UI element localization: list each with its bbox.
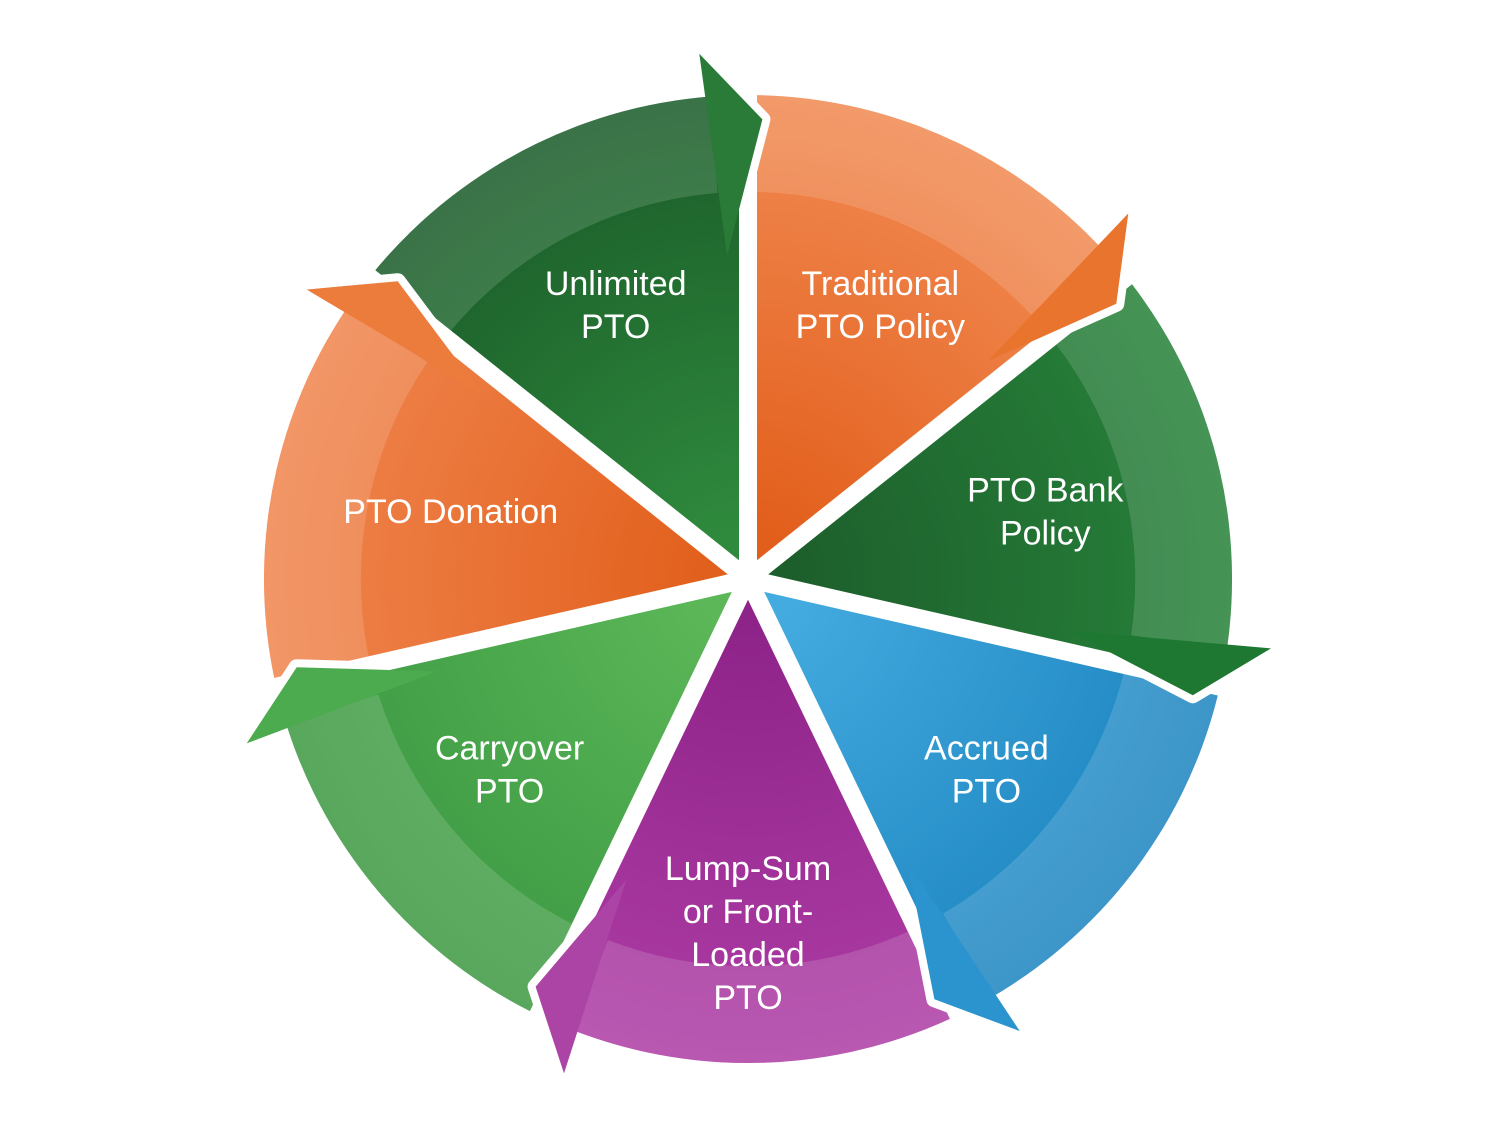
segment-traditional-pto-policy-arrowhead [988, 213, 1129, 361]
segment-pto-donation-wedge [263, 284, 728, 678]
segment-pto-donation-arrow-band [264, 307, 428, 678]
segment-carryover-pto-label-line: PTO [475, 773, 544, 811]
segment-carryover-pto-label-line: Carryover [435, 730, 584, 768]
segment-traditional-pto-policy-arrow-band [757, 95, 1102, 315]
segment-lump-sum-or-front-loaded-pto-label-line: Loaded [691, 936, 804, 974]
segment-unlimited-pto-label-line: PTO [581, 308, 650, 346]
segment-pto-bank-policy-arrow-band [1056, 284, 1233, 650]
segment-pto-donation-arrowhead-top [306, 281, 482, 394]
segment-pto-bank-policy-arrowhead [1068, 630, 1271, 696]
segment-traditional-pto-policy-label-line: PTO Policy [796, 308, 965, 346]
segment-accrued-pto-wedge [764, 591, 1218, 1012]
segment-pto-donation-label-line: PTO Donation [343, 493, 558, 531]
segment-carryover-pto-arrow-band [286, 694, 572, 1012]
segment-lump-sum-or-front-loaded-pto-label-line: PTO [713, 979, 782, 1017]
segment-pto-bank-policy-wedge [768, 284, 1233, 678]
segment-pto-donation: PTO Donation [256, 273, 736, 686]
segment-lump-sum-or-front-loaded-pto-label-line: or Front- [683, 893, 813, 931]
segment-lump-sum-or-front-loaded-pto-wedge [546, 599, 950, 1064]
segment-unlimited-pto-wedge [375, 95, 739, 561]
segment-pto-donation-label: PTO Donation [343, 493, 558, 531]
segment-accrued-pto-arrowhead [907, 861, 1020, 1032]
segment-unlimited-pto-arrow-band [375, 96, 718, 331]
segment-lump-sum-or-front-loaded-pto-arrowhead [535, 879, 627, 1074]
segment-unlimited-pto-arrowhead [699, 53, 763, 256]
segment-lump-sum-or-front-loaded-pto-label-line: Lump-Sum [665, 850, 831, 888]
segment-unlimited-pto-label-line: Unlimited [545, 265, 687, 303]
segment-lump-sum-or-front-loaded-pto-arrow-band [572, 931, 950, 1064]
segment-traditional-pto-policy-wedge [757, 95, 1121, 561]
segment-accrued-pto-label-line: Accrued [924, 730, 1049, 768]
segment-accrued-pto-arrow-band [942, 673, 1218, 998]
segment-pto-bank-policy-label-line: Policy [1000, 515, 1091, 553]
segment-carryover-pto-arrowhead [246, 667, 438, 744]
segment-carryover-pto-wedge [278, 591, 732, 1012]
segment-traditional-pto-policy-label-line: Traditional [802, 265, 959, 303]
segment-pto-bank-policy-label-line: PTO Bank [967, 472, 1124, 510]
segment-accrued-pto-label-line: PTO [952, 773, 1021, 811]
